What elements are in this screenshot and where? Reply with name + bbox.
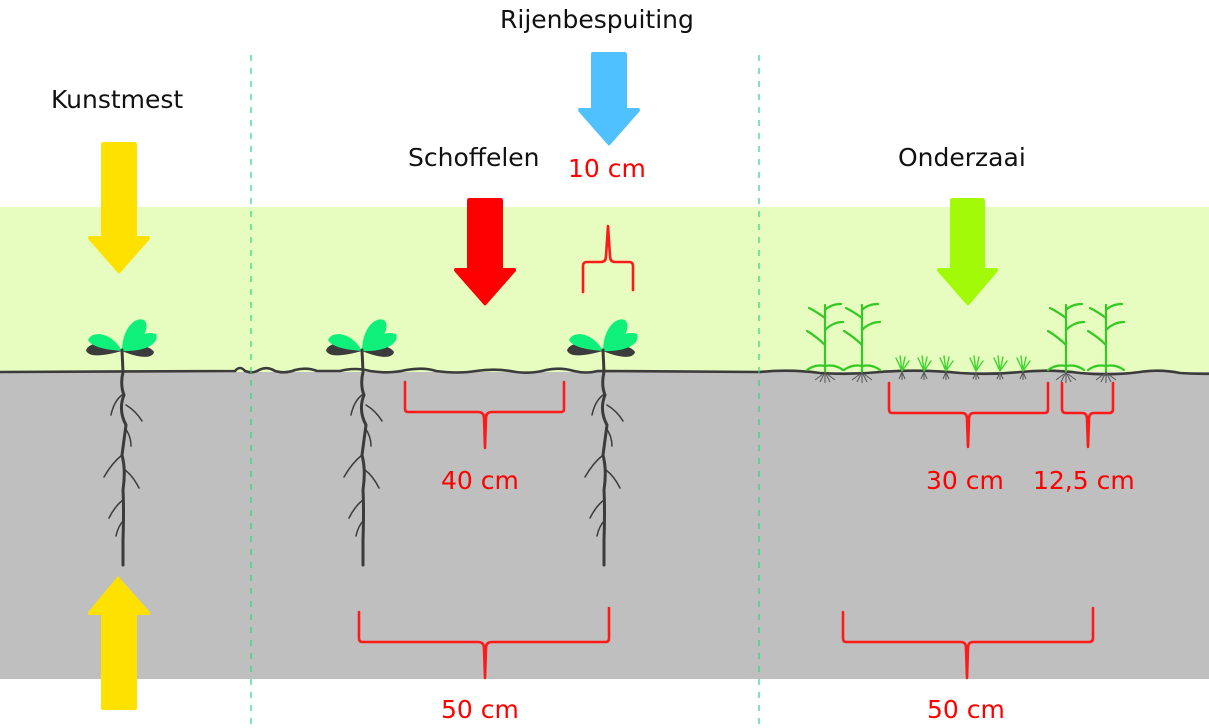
kunstmest-up-arrow-icon <box>88 576 150 710</box>
onderzaai-down-arrow-icon <box>937 198 998 306</box>
grass-seedling <box>993 355 1008 380</box>
corn-plant <box>842 302 882 383</box>
undersow-width-label: 30 cm <box>926 466 1004 495</box>
row-band-bracket <box>1060 381 1115 449</box>
grass-seedling <box>969 355 984 380</box>
corn-plant <box>1046 302 1086 383</box>
seedling-plant <box>567 319 638 567</box>
row-distance-bracket <box>357 606 611 680</box>
corn-plant <box>805 302 845 383</box>
kunstmest-label: Kunstmest <box>51 85 183 114</box>
spray-width-label: 10 cm <box>568 154 646 183</box>
grass-seedling <box>1016 355 1031 380</box>
onderzaai-row-distance-bracket <box>841 606 1095 680</box>
spray-width-bracket <box>581 224 635 294</box>
corn-plant <box>1086 302 1126 383</box>
kunstmest-down-arrow-icon <box>88 142 150 274</box>
onderzaai-row-distance-label: 50 cm <box>927 695 1005 724</box>
grass-seedling <box>917 355 932 380</box>
soil-surface-line <box>0 366 1209 376</box>
schoffelen-down-arrow-icon <box>454 198 516 306</box>
seedling-plant <box>86 319 157 567</box>
schoffelen-label: Schoffelen <box>408 143 540 172</box>
rijenbespuiting-label: Rijenbespuiting <box>500 5 694 34</box>
grass-seedling <box>939 355 954 380</box>
rijenbespuiting-down-arrow-icon <box>578 52 640 146</box>
seedling-plant <box>326 319 397 567</box>
hoe-width-label: 40 cm <box>441 466 519 495</box>
undersow-width-bracket <box>887 381 1050 449</box>
hoe-width-bracket <box>403 380 566 450</box>
grass-seedling <box>895 355 910 380</box>
onderzaai-label: Onderzaai <box>898 143 1026 172</box>
row-band-label: 12,5 cm <box>1033 466 1135 495</box>
row-distance-label: 50 cm <box>441 695 519 724</box>
